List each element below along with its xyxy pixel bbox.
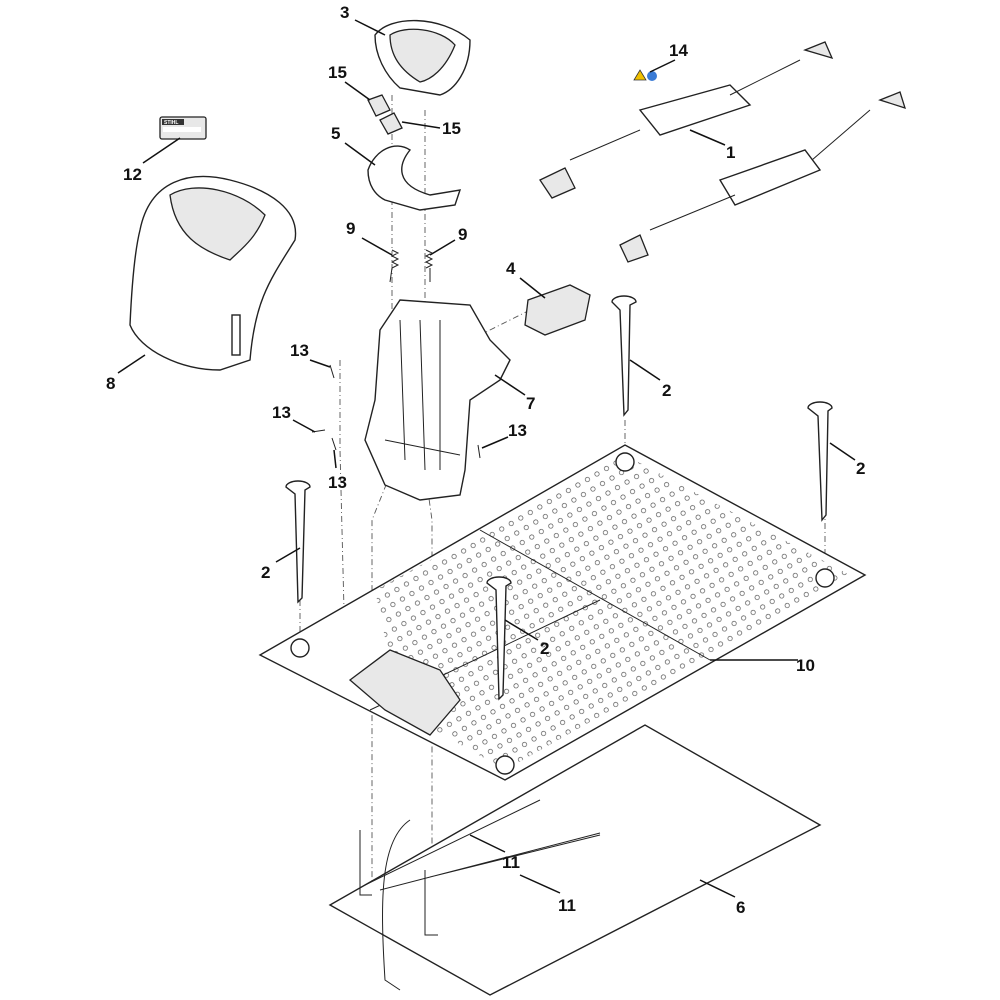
callout-labels: 3 14 15 15 12 5 1 9 9 4 13 8 2 7 13 13 1… [106, 3, 865, 917]
callout-15: 15 [328, 63, 347, 82]
part-8-cover [129, 175, 297, 371]
callout-2d: 2 [540, 639, 549, 658]
part-3-top-cover [374, 19, 471, 96]
leader-lines [117, 19, 856, 898]
callout-13d: 13 [328, 473, 347, 492]
part-5-bracket [367, 145, 462, 211]
callout-1: 1 [726, 143, 735, 162]
callout-11b: 11 [558, 896, 576, 915]
callout-9b: 9 [458, 225, 467, 244]
callout-11: 11 [502, 853, 520, 872]
part-1-power-supplies [539, 41, 906, 263]
part-13-screws [311, 364, 481, 459]
part-15-clips [367, 94, 403, 135]
callout-13c: 13 [508, 421, 527, 440]
callout-14: 14 [669, 41, 688, 60]
part-7-housing [364, 299, 511, 501]
callout-12: 12 [123, 165, 142, 184]
callout-5: 5 [331, 124, 340, 143]
callout-15b: 15 [442, 119, 461, 138]
sticker-brand-text: STIHL [164, 120, 178, 126]
part-14-warning-label-icon [633, 69, 657, 81]
part-9-springs [389, 249, 434, 283]
part-6-boundary-mat [328, 724, 822, 996]
callout-2: 2 [662, 381, 671, 400]
callout-6: 6 [736, 898, 745, 917]
callout-3: 3 [340, 3, 349, 22]
callout-4: 4 [506, 259, 516, 278]
callout-13: 13 [290, 341, 309, 360]
callout-13b: 13 [272, 403, 291, 422]
callout-2b: 2 [856, 459, 865, 478]
callout-2c: 2 [261, 563, 270, 582]
part-12-label-sticker: STIHL [159, 116, 207, 140]
callout-9: 9 [346, 219, 355, 238]
callout-8: 8 [106, 374, 115, 393]
part-4-connector [524, 284, 591, 336]
callout-10: 10 [796, 656, 815, 675]
part-2-pegs [285, 295, 833, 701]
part-11-rods [359, 799, 601, 991]
part-10-base-plate [258, 444, 867, 781]
callout-7: 7 [526, 394, 535, 413]
